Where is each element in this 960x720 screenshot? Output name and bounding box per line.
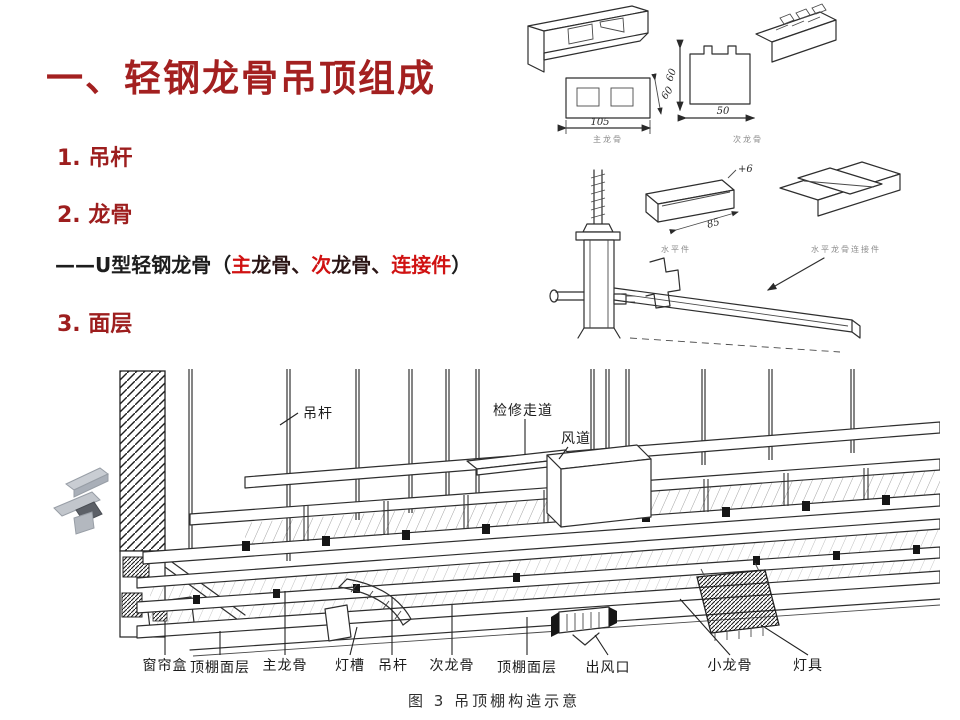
label-ceiling-face-right: 顶棚面层 xyxy=(497,660,557,676)
keel-line-suffix: ） xyxy=(451,253,472,277)
label-air-outlet: 出风口 xyxy=(586,660,631,676)
dim-furring-height: 60 xyxy=(664,67,679,83)
dim-length: 85 xyxy=(706,217,721,231)
caption-main-keel: 主龙骨 xyxy=(593,134,623,144)
list-item-face-layer: 3. 面层 xyxy=(57,312,133,337)
keel-line-main-rest: 龙骨、 xyxy=(251,253,312,277)
label-small-keel: 小龙骨 xyxy=(708,658,753,674)
light-fixture xyxy=(696,562,780,641)
main-runner-3d-sketch xyxy=(527,5,649,73)
dim-runner-height: 60 xyxy=(659,84,676,101)
keel-line-main: 主 xyxy=(231,253,252,277)
label-light-cove: 灯槽 xyxy=(335,658,365,674)
keel-profile-sketches: 105 60 主龙骨 60 50 次龙骨 xyxy=(527,3,901,353)
caption-sub-keel: 次龙骨 xyxy=(733,134,763,144)
label-ceiling-face-left: 顶棚面层 xyxy=(190,660,250,676)
keel-type-line: ——U型轻钢龙骨（主龙骨、次龙骨、连接件） xyxy=(55,249,471,278)
keel-connector-sketch: 水平龙骨连接件 xyxy=(779,161,901,254)
keel-line-prefix: ——U型轻钢龙骨（ xyxy=(55,253,232,277)
leader-lines xyxy=(164,412,809,656)
air-duct xyxy=(546,444,652,528)
figure-caption: 图 3 吊顶棚构造示意 xyxy=(408,692,581,710)
main-runner-section-sketch: 105 60 主龙骨 xyxy=(557,73,676,144)
slide-title: 一、轻钢龙骨吊顶组成 xyxy=(46,57,436,100)
caption-horizontal-piece: 水平件 xyxy=(661,244,691,254)
caption-connector: 水平龙骨连接件 xyxy=(811,244,881,254)
keel-profile-photo xyxy=(53,467,109,535)
connector-clips xyxy=(193,495,920,604)
keel-line-sub: 次 xyxy=(311,253,332,277)
horizontal-piece-sketch: +6 85 水平件 xyxy=(645,164,753,254)
label-sub-keel: 次龙骨 xyxy=(430,658,475,674)
label-hanger-rod-top: 吊杆 xyxy=(303,406,333,422)
list-item-hanger-rod: 1. 吊杆 xyxy=(57,146,133,171)
keel-line-sub-rest: 龙骨、 xyxy=(331,253,392,277)
label-curtain-box: 窗帘盒 xyxy=(143,657,188,674)
diagram-labels: 吊杆 检修走道 风道 窗帘盒 顶棚面层 主龙骨 灯槽 吊杆 次龙骨 顶棚面层 出… xyxy=(143,403,823,676)
label-light-fixture: 灯具 xyxy=(793,658,823,674)
dim-gap: +6 xyxy=(738,164,753,175)
list-item-keel: 2. 龙骨 xyxy=(57,203,133,228)
light-cove xyxy=(324,578,412,642)
hanger-connection-sketch xyxy=(613,257,861,353)
air-outlet xyxy=(551,606,617,646)
label-main-keel: 主龙骨 xyxy=(263,658,308,674)
hanger-rod-assembly-sketch xyxy=(549,169,635,339)
ceiling-construction-diagram: 吊杆 检修走道 风道 窗帘盒 顶棚面层 主龙骨 灯槽 吊杆 次龙骨 顶棚面层 出… xyxy=(119,369,940,676)
keel-line-connector: 连接件 xyxy=(391,253,452,277)
label-air-duct: 风道 xyxy=(561,431,591,447)
dim-furring-width: 50 xyxy=(717,106,730,117)
label-hanger-rod-bottom: 吊杆 xyxy=(378,658,408,674)
furring-channel-sketch: 60 50 次龙骨 xyxy=(664,3,837,144)
dim-runner-width: 105 xyxy=(590,117,609,128)
label-inspection-walkway: 检修走道 xyxy=(493,403,553,419)
